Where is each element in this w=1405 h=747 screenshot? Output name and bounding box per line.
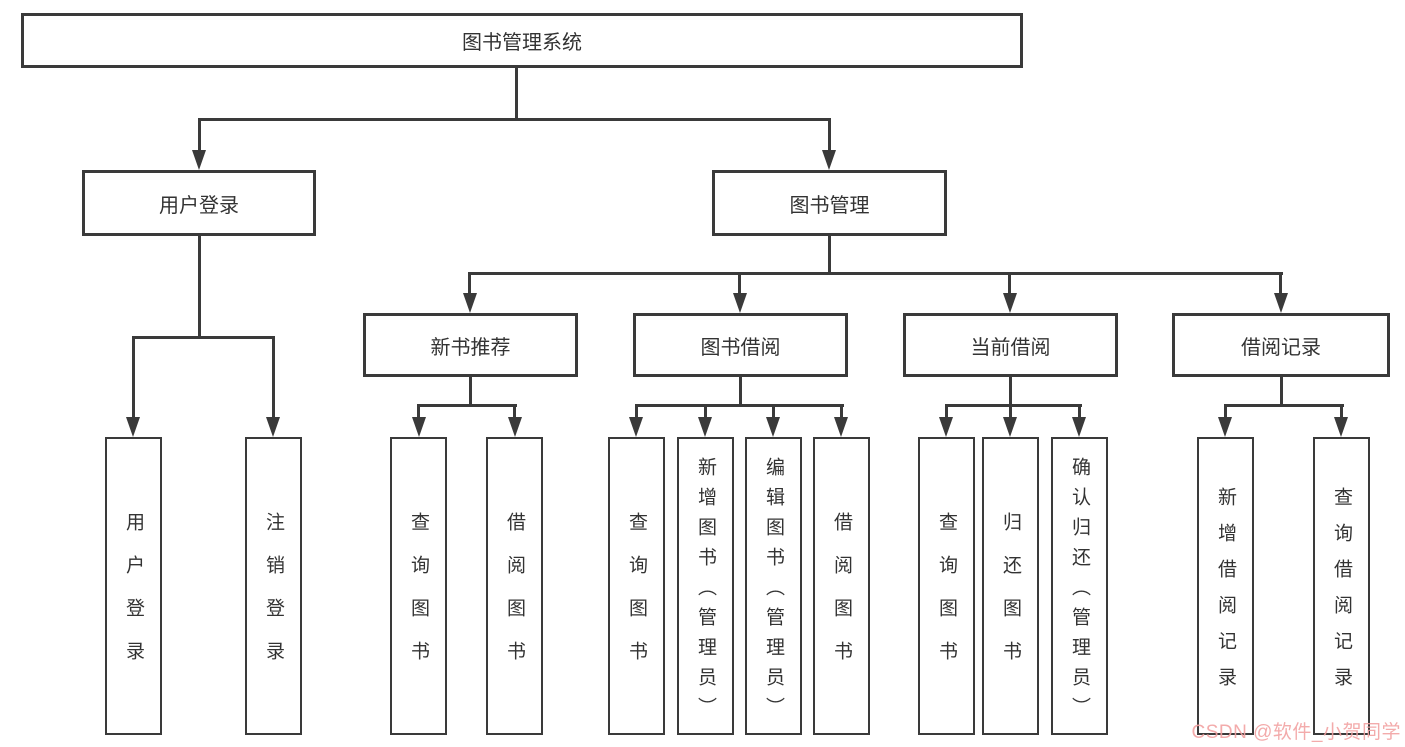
leaf-borrow-books-recommend: 借阅图书 (486, 437, 543, 735)
leaf-label: 借阅图书 (504, 512, 525, 684)
leaf-query-borrow-record: 查询借阅记录 (1313, 437, 1370, 735)
node-book-borrowing: 图书借阅 (633, 313, 848, 377)
leaf-query-books-borrowing: 查询图书 (608, 437, 665, 735)
leaf-add-borrow-record: 新增借阅记录 (1197, 437, 1254, 735)
leaf-edit-books-admin: 编辑图书（管理员） (745, 437, 802, 735)
leaf-label: 确认归还（管理员） (1069, 456, 1090, 727)
leaf-label: 借阅图书 (831, 512, 852, 684)
leaf-borrow-books-borrowing: 借阅图书 (813, 437, 870, 735)
connector-line (1340, 404, 1343, 419)
connector-line (945, 404, 948, 419)
connector-line (828, 236, 831, 272)
connector-line (704, 404, 707, 419)
arrowhead-down (508, 417, 522, 437)
connector-line (635, 404, 638, 419)
connector-line (1009, 377, 1012, 404)
leaf-confirm-return-admin: 确认归还（管理员） (1051, 437, 1108, 735)
node-new-book-recommendation: 新书推荐 (363, 313, 578, 377)
arrowhead-down (412, 417, 426, 437)
leaf-label: 归还图书 (1000, 512, 1021, 684)
arrowhead-down (1218, 417, 1232, 437)
connector-line (945, 404, 1082, 407)
arrowhead-down (192, 150, 206, 170)
connector-line (1008, 272, 1011, 295)
connector-line (738, 272, 741, 295)
arrowhead-down (822, 150, 836, 170)
leaf-label: 查询图书 (626, 512, 647, 684)
connector-line (198, 118, 201, 151)
connector-line (635, 404, 844, 407)
connector-line (1078, 404, 1081, 419)
node-borrowing-records: 借阅记录 (1172, 313, 1390, 377)
connector-line (828, 118, 831, 151)
node-current-borrowing: 当前借阅 (903, 313, 1118, 377)
leaf-user-login: 用户登录 (105, 437, 162, 735)
connector-line (132, 336, 135, 417)
leaf-label: 查询借阅记录 (1331, 486, 1352, 703)
arrowhead-down (1072, 417, 1086, 437)
arrowhead-down (1274, 293, 1288, 313)
arrowhead-down (1003, 293, 1017, 313)
leaf-label: 注销登录 (263, 512, 284, 684)
connector-line (469, 377, 472, 404)
watermark: CSDN @软件_小贺同学 (1191, 722, 1401, 743)
arrowhead-down (1334, 417, 1348, 437)
connector-line (132, 336, 275, 339)
leaf-label: 查询图书 (936, 512, 957, 684)
connector-line (1280, 377, 1283, 404)
leaf-query-books-recommend: 查询图书 (390, 437, 447, 735)
connector-line (468, 272, 471, 295)
connector-line (772, 404, 775, 419)
arrowhead-down (266, 417, 280, 437)
connector-line (513, 404, 516, 419)
leaf-add-books-admin: 新增图书（管理员） (677, 437, 734, 735)
connector-line (417, 404, 420, 419)
connector-line (417, 404, 517, 407)
arrowhead-down (733, 293, 747, 313)
node-user-login: 用户登录 (82, 170, 316, 236)
arrowhead-down (629, 417, 643, 437)
connector-line (1009, 404, 1012, 419)
connector-line (469, 272, 1283, 275)
connector-line (1224, 404, 1227, 419)
connector-line (1224, 404, 1344, 407)
node-root: 图书管理系统 (21, 13, 1023, 68)
node-book-management: 图书管理 (712, 170, 947, 236)
arrowhead-down (1003, 417, 1017, 437)
leaf-label: 编辑图书（管理员） (763, 456, 784, 727)
leaf-query-books-current: 查询图书 (918, 437, 975, 735)
arrowhead-down (126, 417, 140, 437)
connector-line (1279, 272, 1282, 295)
arrowhead-down (698, 417, 712, 437)
leaf-label: 用户登录 (123, 512, 144, 684)
arrowhead-down (766, 417, 780, 437)
connector-line (272, 336, 275, 417)
connector-line (198, 236, 201, 336)
leaf-label: 新增图书（管理员） (695, 456, 716, 727)
connector-line (198, 118, 831, 121)
connector-line (515, 68, 518, 118)
arrowhead-down (463, 293, 477, 313)
arrowhead-down (939, 417, 953, 437)
leaf-label: 查询图书 (408, 512, 429, 684)
leaf-logout-login: 注销登录 (245, 437, 302, 735)
leaf-label: 新增借阅记录 (1215, 486, 1236, 703)
connector-line (840, 404, 843, 419)
arrowhead-down (834, 417, 848, 437)
connector-line (739, 377, 742, 404)
leaf-return-books: 归还图书 (982, 437, 1039, 735)
